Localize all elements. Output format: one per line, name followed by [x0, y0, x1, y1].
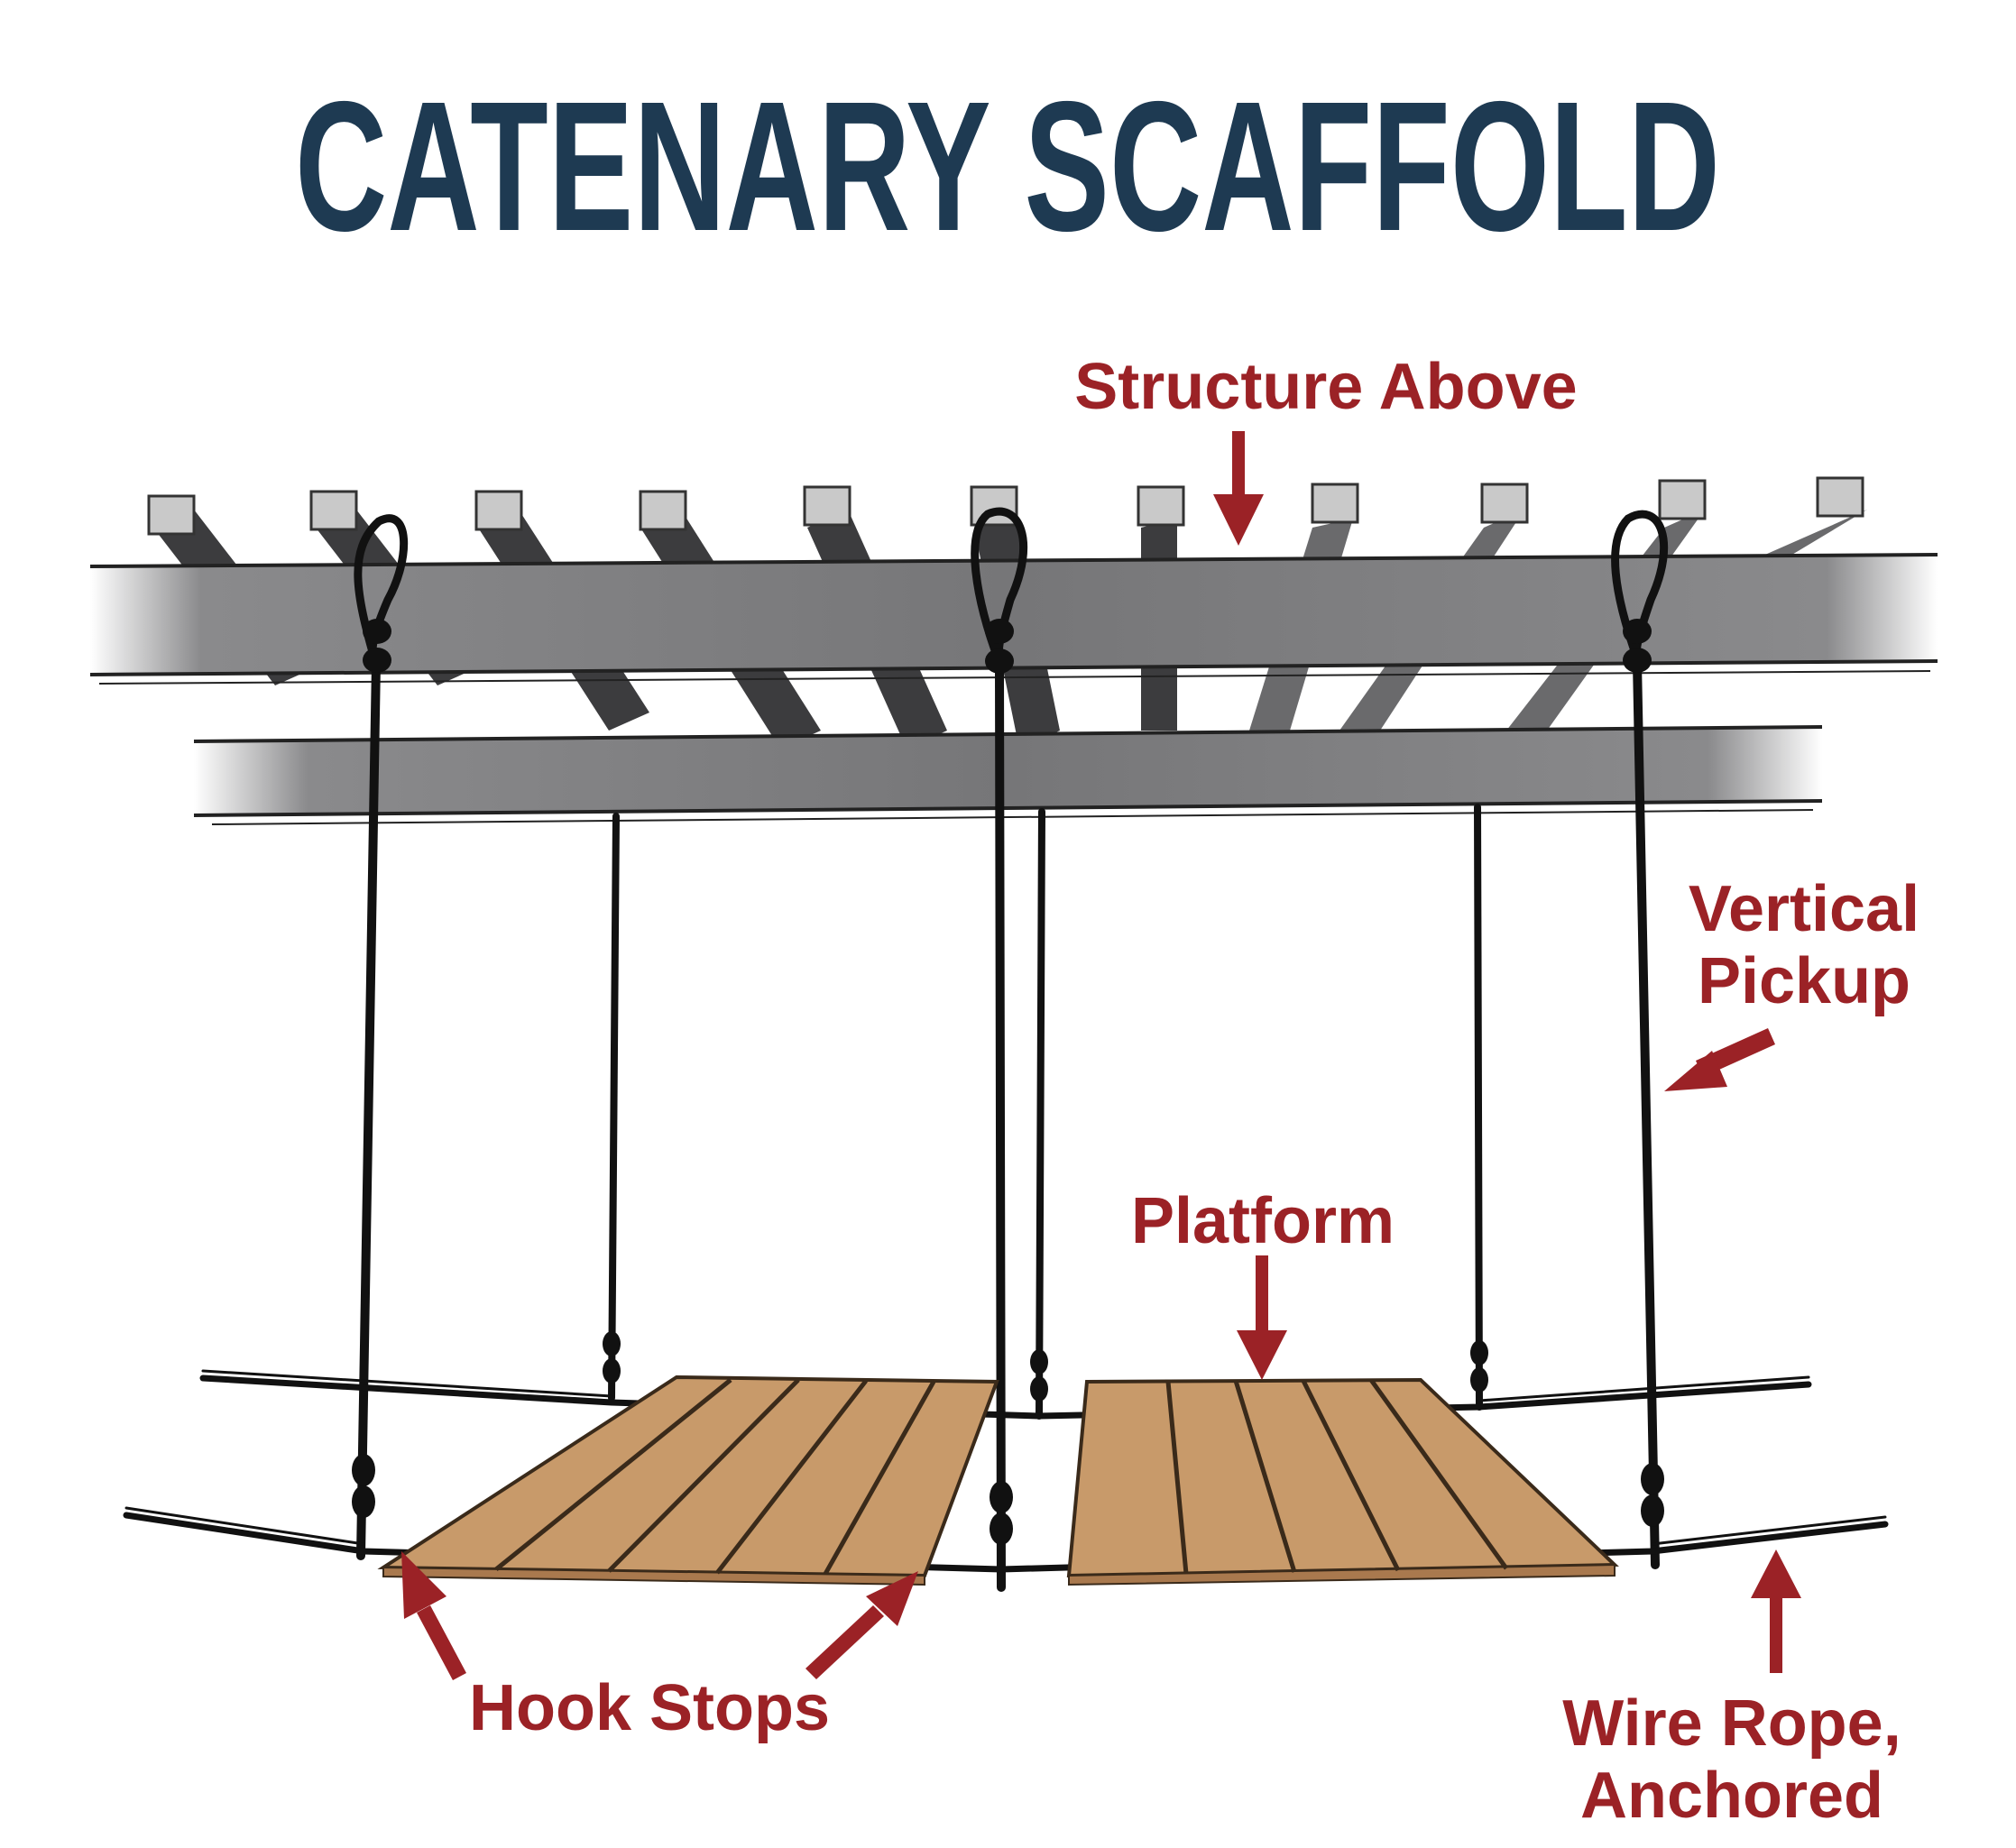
label-vertical-pickup-line2: Pickup — [1698, 945, 1910, 1017]
label-wire-rope-line1: Wire Rope, — [1562, 1687, 1901, 1760]
annotation-arrows — [401, 431, 1801, 1680]
label-vertical-pickup-line1: Vertical — [1689, 873, 1919, 945]
label-wire-rope-line2: Anchored — [1580, 1760, 1883, 1832]
joist-caps — [147, 476, 1864, 536]
label-hook-stops: Hook Stops — [469, 1672, 830, 1744]
catenary-wire-ropes — [123, 1369, 1889, 1573]
vertical-pickups — [354, 507, 1669, 1592]
annotation-labels: Structure Above Vertical Pickup Platform… — [469, 351, 1919, 1832]
label-structure-above: Structure Above — [1074, 351, 1577, 423]
diagram-title: CATENARY SCAFFOLD — [295, 63, 1720, 270]
platform-right — [1066, 1377, 1619, 1586]
rope-knots — [352, 619, 1664, 1545]
platform-left — [377, 1375, 999, 1586]
hook-stops-arrow-left — [401, 1551, 466, 1680]
lower-beam — [193, 725, 1823, 825]
hook-stops-arrow-right — [805, 1571, 918, 1679]
vertical-pickup-arrow — [1664, 1028, 1775, 1091]
structure-above-arrow — [1213, 431, 1264, 546]
label-platform: Platform — [1131, 1185, 1395, 1257]
platform-arrow — [1237, 1255, 1287, 1380]
wire-rope-arrow — [1751, 1549, 1801, 1673]
